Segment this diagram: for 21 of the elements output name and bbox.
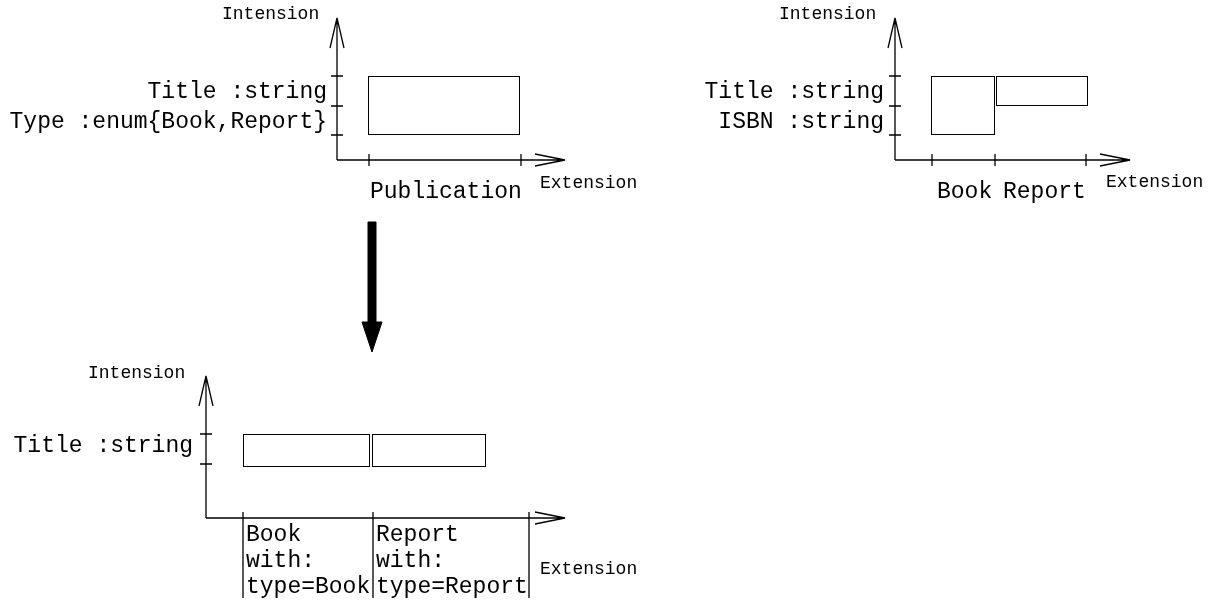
attribute-label: Title :string: [147, 80, 327, 106]
axis-label: Intension: [222, 5, 320, 25]
axis-label: Extension: [540, 560, 638, 580]
category-label: Report with: type=Report: [376, 522, 529, 600]
axis-label: Intension: [779, 5, 877, 25]
category-label: Publication: [370, 180, 522, 206]
category-label: Book: [937, 180, 993, 206]
empty-box: [931, 76, 995, 135]
attribute-label: Type :enum{Book,Report}: [9, 110, 327, 136]
empty-box: [372, 434, 486, 467]
empty-box: [243, 434, 370, 467]
empty-box: [368, 76, 520, 135]
category-label: Book with: type=Book: [246, 522, 372, 600]
attribute-label: ISBN :string: [718, 110, 884, 136]
axis-label: Extension: [540, 174, 638, 194]
attribute-label: Title :string: [704, 80, 884, 106]
category-label: Report: [1003, 180, 1086, 206]
axis-label: Intension: [88, 364, 186, 384]
empty-box: [996, 76, 1088, 106]
axis-label: Extension: [1106, 173, 1204, 193]
attribute-label: Title :string: [13, 434, 193, 460]
